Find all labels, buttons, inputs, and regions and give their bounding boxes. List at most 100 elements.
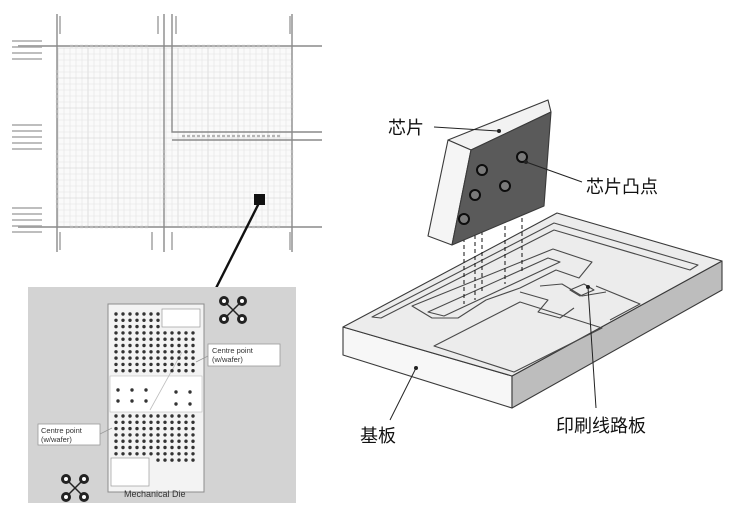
pcb-pad-small: [569, 283, 595, 297]
die-pad: [116, 399, 120, 403]
die-pad: [128, 452, 132, 456]
die-pad: [156, 324, 160, 329]
note-box-left: Centre point (w/wafer): [37, 423, 101, 446]
die-pad: [114, 312, 118, 316]
die-pad: [184, 356, 188, 360]
die-pad: [149, 426, 153, 431]
die-pad: [116, 388, 120, 392]
die-pad: [170, 439, 174, 443]
die-pad: [177, 445, 181, 450]
die-pad: [142, 350, 146, 354]
die-pad: [114, 420, 118, 424]
die-pad: [177, 362, 181, 367]
die-pad: [174, 390, 178, 394]
note-right-leader: [195, 355, 209, 363]
pcb-trace-inner: [427, 257, 561, 317]
substrate-label: 基板: [360, 426, 396, 447]
chip-label: 芯片: [388, 118, 424, 139]
die-pad: [121, 452, 125, 456]
die-pad: [135, 318, 139, 322]
die-pad: [121, 426, 125, 431]
die-pad: [128, 420, 132, 424]
die-pad: [177, 414, 181, 418]
die-pad: [142, 312, 146, 316]
die-pad: [184, 331, 188, 335]
chip-bump: [458, 213, 470, 225]
die-pad: [177, 439, 181, 443]
die-pad: [177, 458, 181, 462]
die-pad: [149, 369, 153, 373]
note-right-line1: Centre point: [212, 346, 254, 355]
die-middle-band: [109, 375, 203, 413]
zoom-arrow-shaft: [207, 202, 261, 303]
note-box-right: Centre point (w/wafer): [207, 343, 281, 367]
die-pad: [135, 343, 139, 348]
die-pad: [170, 356, 174, 360]
substrate-leader: [389, 367, 417, 421]
grid-tick-marks: [12, 16, 294, 250]
die-pad: [114, 337, 118, 341]
die-pad: [191, 433, 195, 437]
die-pad: [144, 388, 148, 392]
chip-bump: [516, 151, 528, 163]
die-pad: [184, 369, 188, 373]
die-pad: [156, 414, 160, 418]
die-pad: [128, 343, 132, 348]
die-pad: [170, 458, 174, 462]
die-pad: [177, 331, 181, 335]
note-right-line2: (w/wafer): [212, 355, 243, 364]
die-pad: [142, 420, 146, 424]
die-pad: [184, 433, 188, 437]
die-pad: [156, 356, 160, 360]
die-pad: [149, 318, 153, 322]
die-pad: [184, 414, 188, 418]
die-pad: [135, 350, 139, 354]
die-pad: [191, 414, 195, 418]
pcb-trace-network: [411, 248, 593, 319]
chip: [427, 99, 552, 246]
chip-leader: [433, 126, 499, 132]
die-pad: [142, 324, 146, 329]
pcb-trace-branch-2: [539, 283, 607, 297]
die-pad: [149, 362, 153, 367]
callouts: 芯片 芯片凸点 基板 印刷线路板: [360, 118, 658, 447]
die-pad: [170, 426, 174, 431]
die-pad: [163, 369, 167, 373]
die-pad: [114, 445, 118, 450]
die-pad: [149, 420, 153, 424]
wafer-grid-layout: [12, 14, 322, 313]
die-pad: [156, 312, 160, 316]
die-pad: [170, 337, 174, 341]
die-pad: [184, 420, 188, 424]
die-pad: [177, 356, 181, 360]
die-pad: [184, 458, 188, 462]
die-pad: [156, 445, 160, 450]
die-pad: [163, 343, 167, 348]
chip-bump-face: [451, 111, 552, 246]
die-pad-array: [114, 312, 195, 462]
die-pad: [163, 426, 167, 431]
die-pad: [163, 458, 167, 462]
die-pad: [156, 452, 160, 456]
die-pad: [128, 312, 132, 316]
die-pad: [114, 324, 118, 329]
die-pad: [174, 402, 178, 406]
die-pad: [142, 318, 146, 322]
die-pad: [163, 356, 167, 360]
die-center-diagonal: [149, 351, 183, 411]
die-pad: [170, 362, 174, 367]
die-pad: [149, 337, 153, 341]
die-pad: [191, 420, 195, 424]
die-pad: [128, 337, 132, 341]
die-pad: [163, 445, 167, 450]
die-pad: [177, 426, 181, 431]
die-pad: [191, 369, 195, 373]
die-pad: [191, 452, 195, 456]
bump-leader: [525, 161, 583, 183]
die-pad: [156, 458, 160, 462]
die-pad: [142, 445, 146, 450]
die-pad: [142, 426, 146, 431]
die-pad: [184, 426, 188, 431]
pcb-leader: [587, 286, 597, 409]
die-pad: [156, 318, 160, 322]
